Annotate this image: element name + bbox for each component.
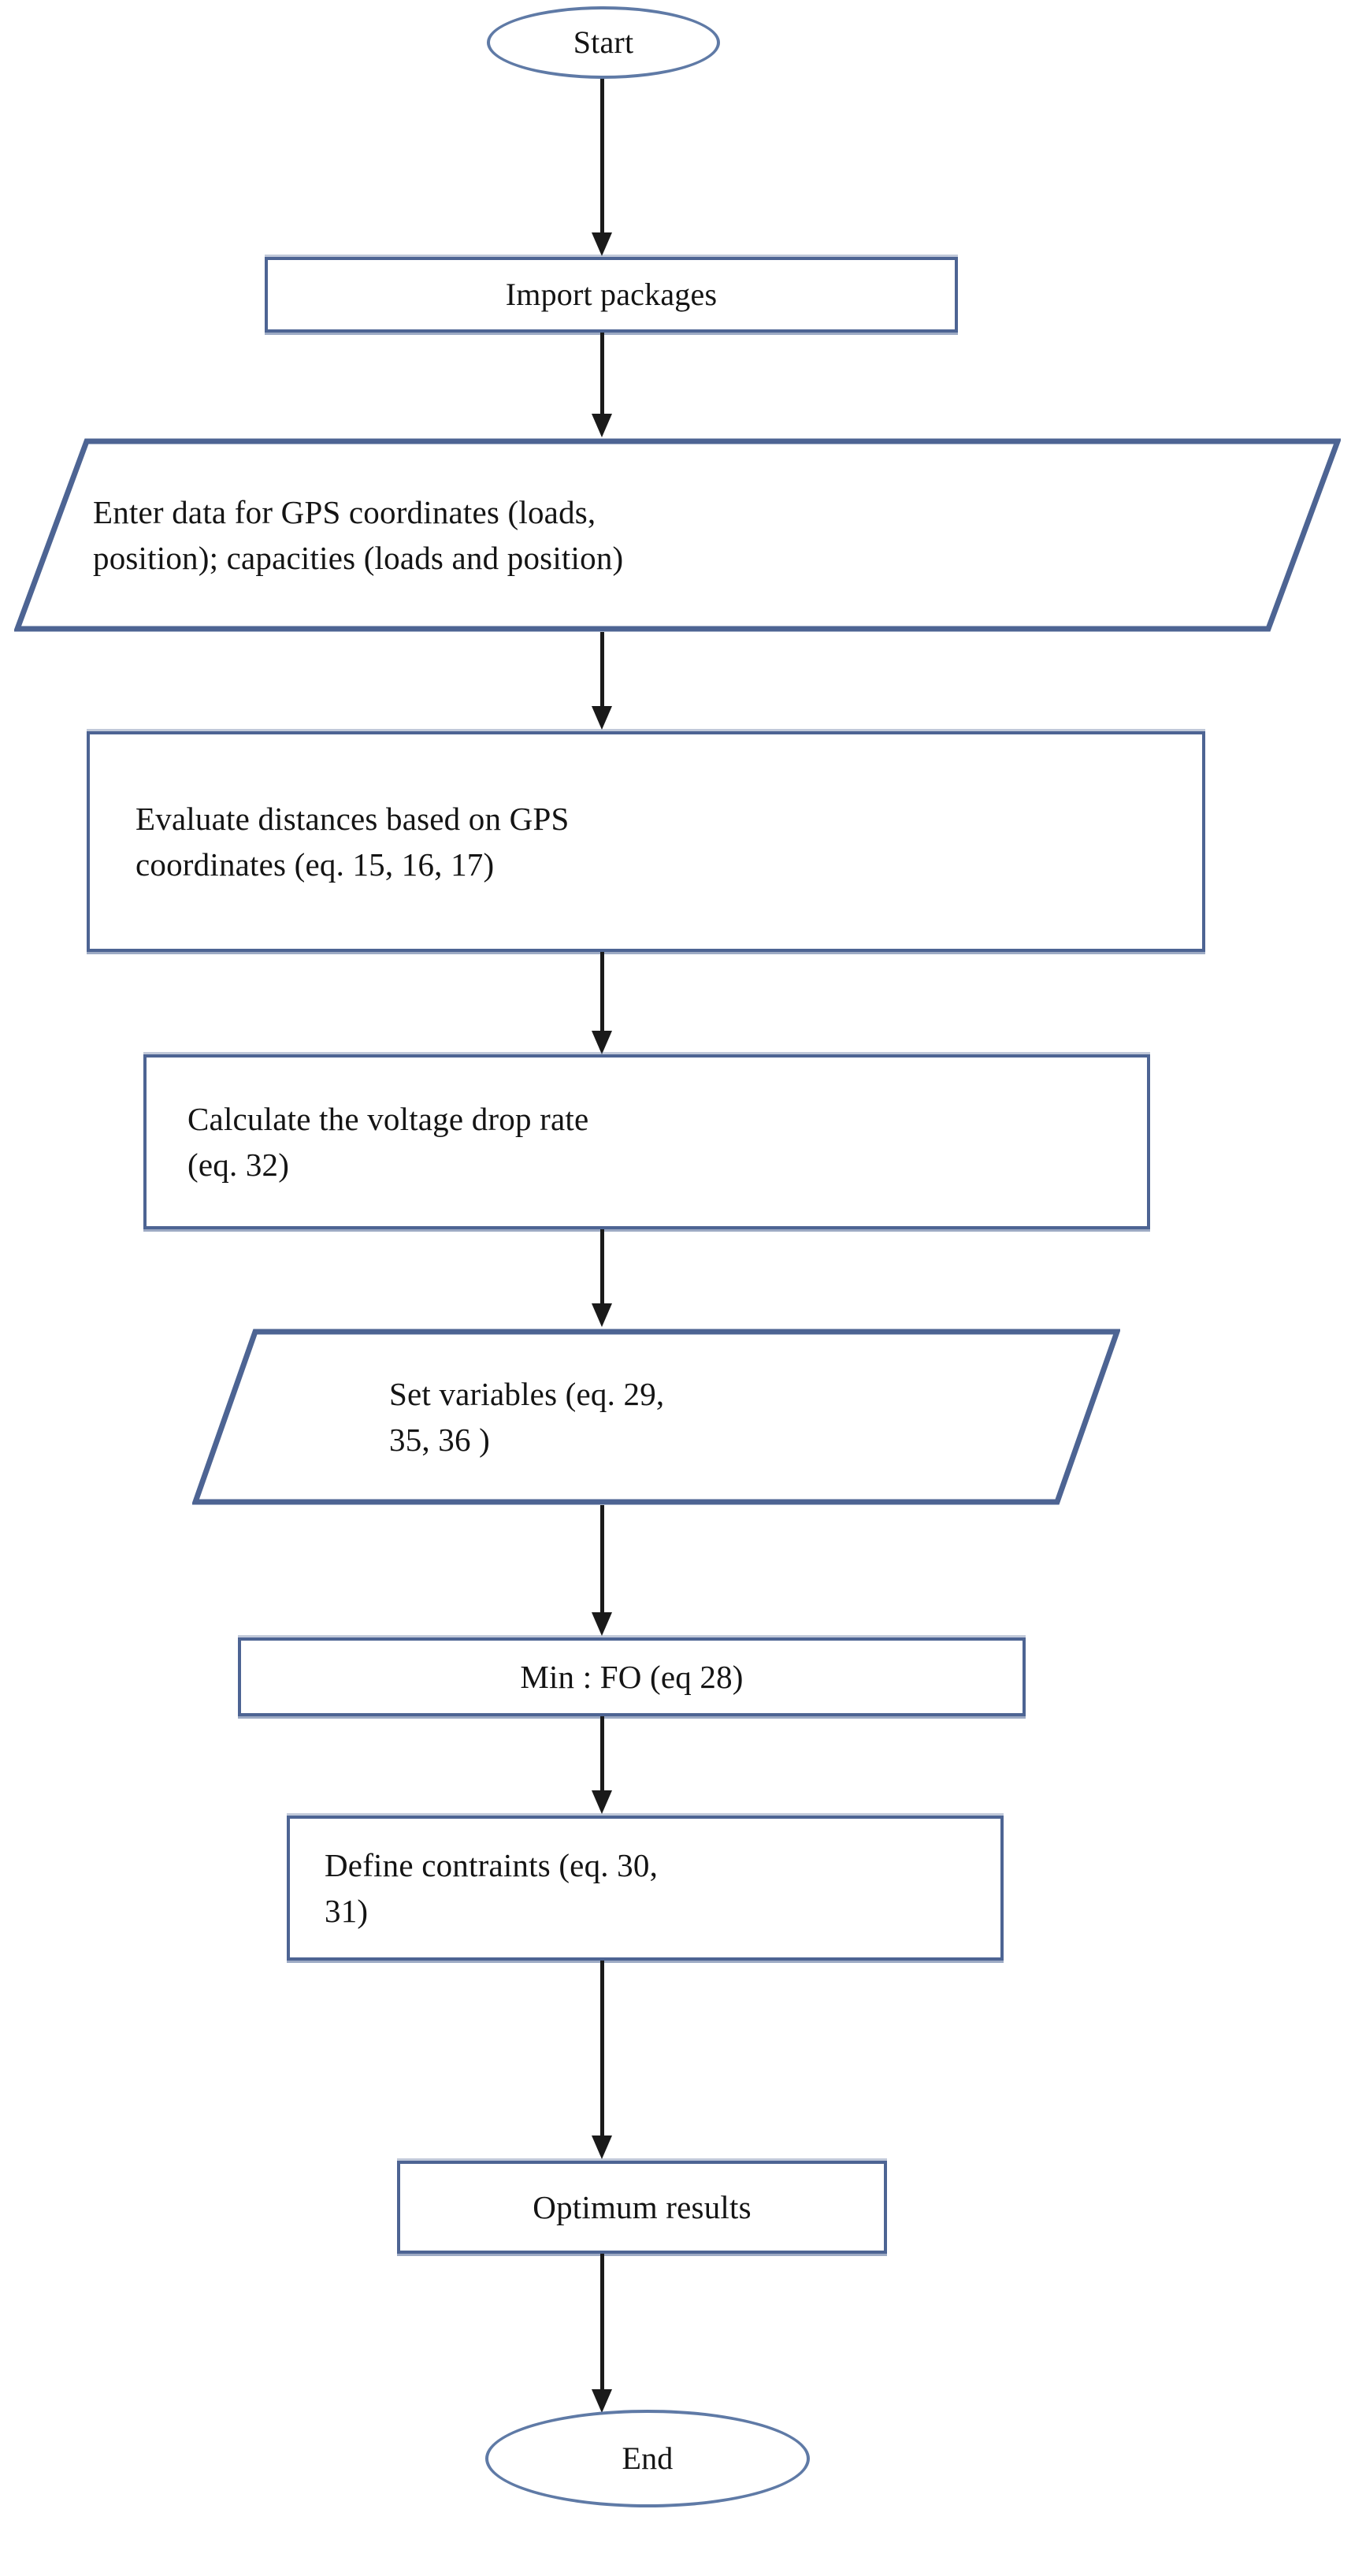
node-end[interactable]: End [485, 2410, 810, 2507]
node-define-constraints[interactable]: Define contraints (eq. 30, 31) [287, 1816, 1004, 1961]
node-voltage-drop[interactable]: Calculate the voltage drop rate (eq. 32) [143, 1054, 1150, 1229]
arrowhead-enter-data [592, 414, 612, 437]
node-min-fo[interactable]: Min : FO (eq 28) [238, 1637, 1026, 1716]
node-min-fo-label: Min : FO (eq 28) [520, 1658, 744, 1695]
connector-import-to-enter-data [600, 333, 604, 418]
node-start-label: Start [573, 24, 634, 60]
node-voltage-drop-label: Calculate the voltage drop rate (eq. 32) [187, 1100, 589, 1183]
node-set-variables[interactable]: Set variables (eq. 29, 35, 36 ) [192, 1329, 1120, 1505]
node-evaluate-distances[interactable]: Evaluate distances based on GPS coordina… [87, 731, 1205, 952]
node-end-label: End [622, 2440, 674, 2476]
node-start[interactable]: Start [487, 6, 720, 79]
node-optimum-results[interactable]: Optimum results [397, 2161, 887, 2254]
connector-voltage-to-set-vars [600, 1229, 604, 1308]
node-evaluate-distances-label: Evaluate distances based on GPS coordina… [135, 800, 570, 883]
arrowhead-optimum [592, 2136, 612, 2159]
arrowhead-evaluate [592, 706, 612, 730]
node-define-constraints-label: Define contraints (eq. 30, 31) [325, 1846, 659, 1929]
node-optimum-results-label: Optimum results [533, 2188, 752, 2225]
arrowhead-set-vars [592, 1303, 612, 1327]
connector-set-vars-to-min-fo [600, 1505, 604, 1617]
parallelogram-shape [14, 438, 1341, 632]
connector-optimum-to-end [600, 2254, 604, 2394]
parallelogram-shape [192, 1329, 1120, 1505]
arrowhead-constraints [592, 1790, 612, 1814]
arrowhead-end [592, 2389, 612, 2413]
node-enter-data-label: Enter data for GPS coordinates (loads, p… [93, 493, 624, 576]
connector-constraints-to-optimum [600, 1961, 604, 2140]
node-import-packages-label: Import packages [505, 276, 718, 312]
arrowhead-voltage-drop [592, 1031, 612, 1054]
node-enter-data[interactable]: Enter data for GPS coordinates (loads, p… [14, 438, 1341, 632]
node-set-variables-label: Set variables (eq. 29, 35, 36 ) [389, 1375, 665, 1458]
connector-min-fo-to-constraints [600, 1716, 604, 1795]
connector-evaluate-to-voltage [600, 952, 604, 1035]
connector-start-to-import [600, 79, 604, 236]
arrowhead-min-fo [592, 1612, 612, 1636]
connector-enter-data-to-evaluate [600, 632, 604, 711]
arrowhead-import [592, 232, 612, 256]
node-import-packages[interactable]: Import packages [265, 257, 958, 333]
